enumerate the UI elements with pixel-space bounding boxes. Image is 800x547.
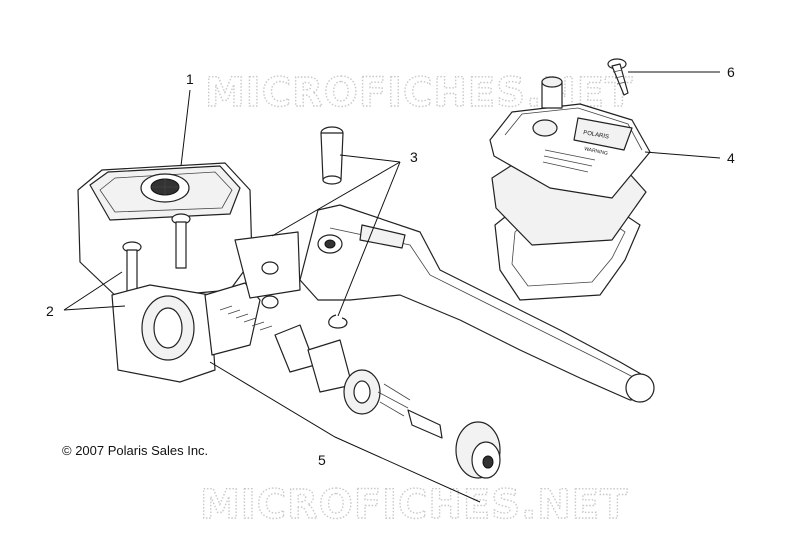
warning-label: WARNING: [584, 146, 609, 157]
brand-badge: POLARIS: [583, 130, 610, 140]
callout-4: 4: [727, 150, 735, 166]
master-cylinder-assembly: [77, 162, 301, 383]
mounting-screw-right: [171, 213, 191, 269]
callout-5: 5: [318, 452, 326, 468]
retaining-clip: [328, 314, 348, 329]
mounting-screw-left: [122, 241, 142, 293]
leader-lines: [63, 71, 721, 503]
piston-kit: [219, 305, 501, 479]
copyright-notice: © 2007 Polaris Sales Inc.: [62, 443, 208, 458]
reservoir-cover-assembly: POLARIS WARNING: [489, 76, 651, 301]
brake-lever: [299, 204, 655, 403]
pivot-pin: [320, 126, 344, 185]
callout-1: 1: [186, 71, 194, 87]
callout-2: 2: [46, 303, 54, 319]
callout-3: 3: [410, 149, 418, 165]
watermark-bottom: MICROFICHES.NET: [200, 482, 628, 528]
cover-screw: [607, 58, 629, 96]
callout-6: 6: [727, 64, 735, 80]
